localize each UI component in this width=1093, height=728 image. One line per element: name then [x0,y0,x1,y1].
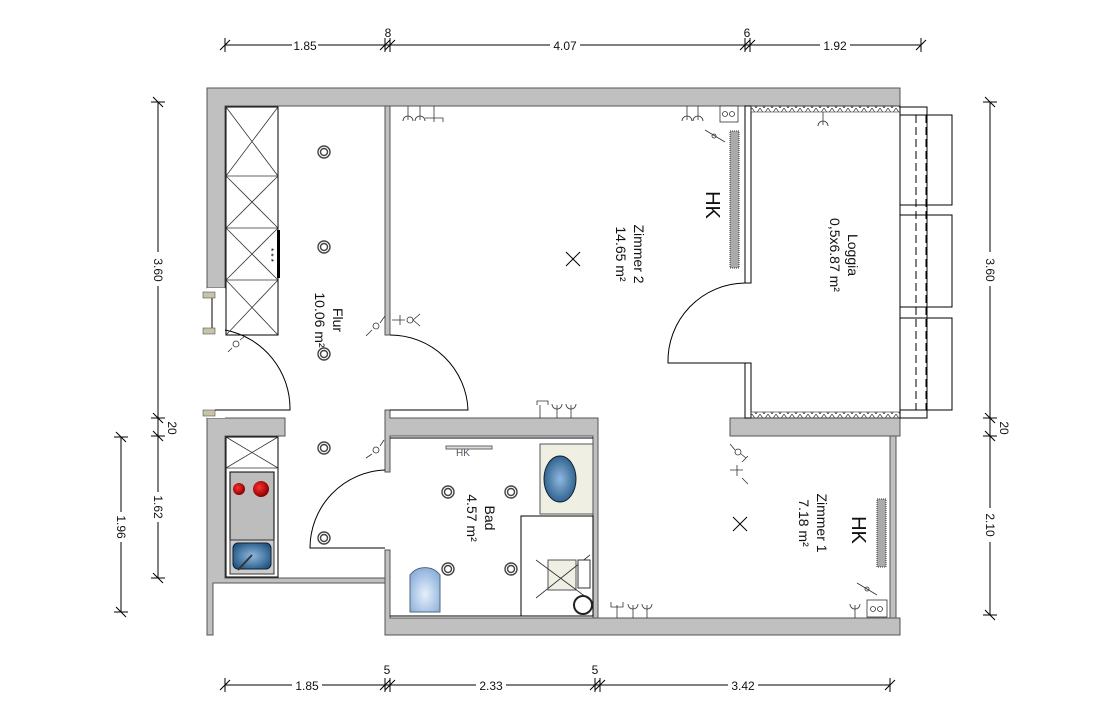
room-name: Flur [330,308,346,332]
dim-left-3: 1.62 [151,495,165,519]
dim-bottom-1: 1.85 [295,679,319,693]
radiator-bad [445,445,493,450]
door-zimmer2[interactable] [389,334,469,411]
dimension-bottom: 1.85 5 2.33 5 3.42 [219,663,896,693]
dim-top-2: 8 [385,26,392,40]
bathroom-fixtures [390,437,594,617]
window-frame-left [202,291,216,299]
dim-left-2: 20 [165,421,179,435]
thermostat-icon [704,105,888,618]
room-area: 4.57 m² [464,494,480,542]
walls [202,87,901,636]
heating-label-zimmer2: HK [701,191,723,219]
dimension-top: 1.85 8 4.07 6 1.92 [219,26,927,53]
dimension-left: 3.60 20 1.62 1.96 [114,96,179,618]
room-label-loggia: Loggia 0,5x6.87 m² [827,218,861,292]
room-label-zimmer1: Zimmer 1 7.18 m² [796,493,830,552]
dim-bottom-5: 3.42 [731,679,755,693]
door-bad[interactable] [309,469,386,549]
room-name: Loggia [845,234,861,276]
room-area: 14.65 m² [613,226,629,282]
dim-top-1: 1.85 [293,39,317,53]
svg-text:* * *: * * * [266,248,275,262]
radiator-zimmer1 [876,498,887,568]
kitchen-cabinets: * * * [225,106,280,578]
ceiling-outlet-icons [565,251,748,532]
loggia-windows [899,106,953,419]
toilet-icon [409,567,441,613]
room-area: 10.06 m² [312,292,328,348]
stove-plate-icon [233,483,245,495]
dimension-right: 3.60 20 2.10 [983,96,1011,621]
heating-label-zimmer1: HK [847,516,869,544]
room-name: Zimmer 2 [631,224,647,283]
dim-top-3: 4.07 [553,39,577,53]
doors [215,282,746,549]
dim-left-1: 3.60 [151,258,165,282]
dim-left-outer: 1.96 [114,515,128,539]
room-label-flur: Flur 10.06 m² [312,292,346,348]
heating-label-bad: HK [456,448,470,459]
dim-right-1: 3.60 [983,258,997,282]
dim-bottom-3: 2.33 [479,679,503,693]
dim-bottom-2: 5 [384,663,391,677]
ceiling-lights [317,145,518,576]
dim-top-5: 1.92 [823,39,847,53]
dim-bottom-4: 5 [592,663,599,677]
loggia-railing [750,105,901,419]
entrance-door[interactable] [215,329,291,411]
room-area: 0,5x6.87 m² [827,218,843,292]
electrical-sockets [227,106,861,618]
room-name: Zimmer 1 [814,493,830,552]
door-loggia[interactable] [667,282,746,364]
dim-top-4: 6 [744,26,751,40]
room-area: 7.18 m² [796,499,812,547]
washbasin-bowl-icon [543,455,577,503]
dim-right-3: 2.10 [983,513,997,537]
room-name: Bad [482,506,498,531]
room-label-zimmer2: Zimmer 2 14.65 m² [613,224,647,283]
stove-plate-icon [253,481,269,497]
room-label-bad: Bad 4.57 m² [464,494,498,542]
radiator-zimmer2 [729,130,740,269]
dim-right-2: 20 [997,421,1011,435]
